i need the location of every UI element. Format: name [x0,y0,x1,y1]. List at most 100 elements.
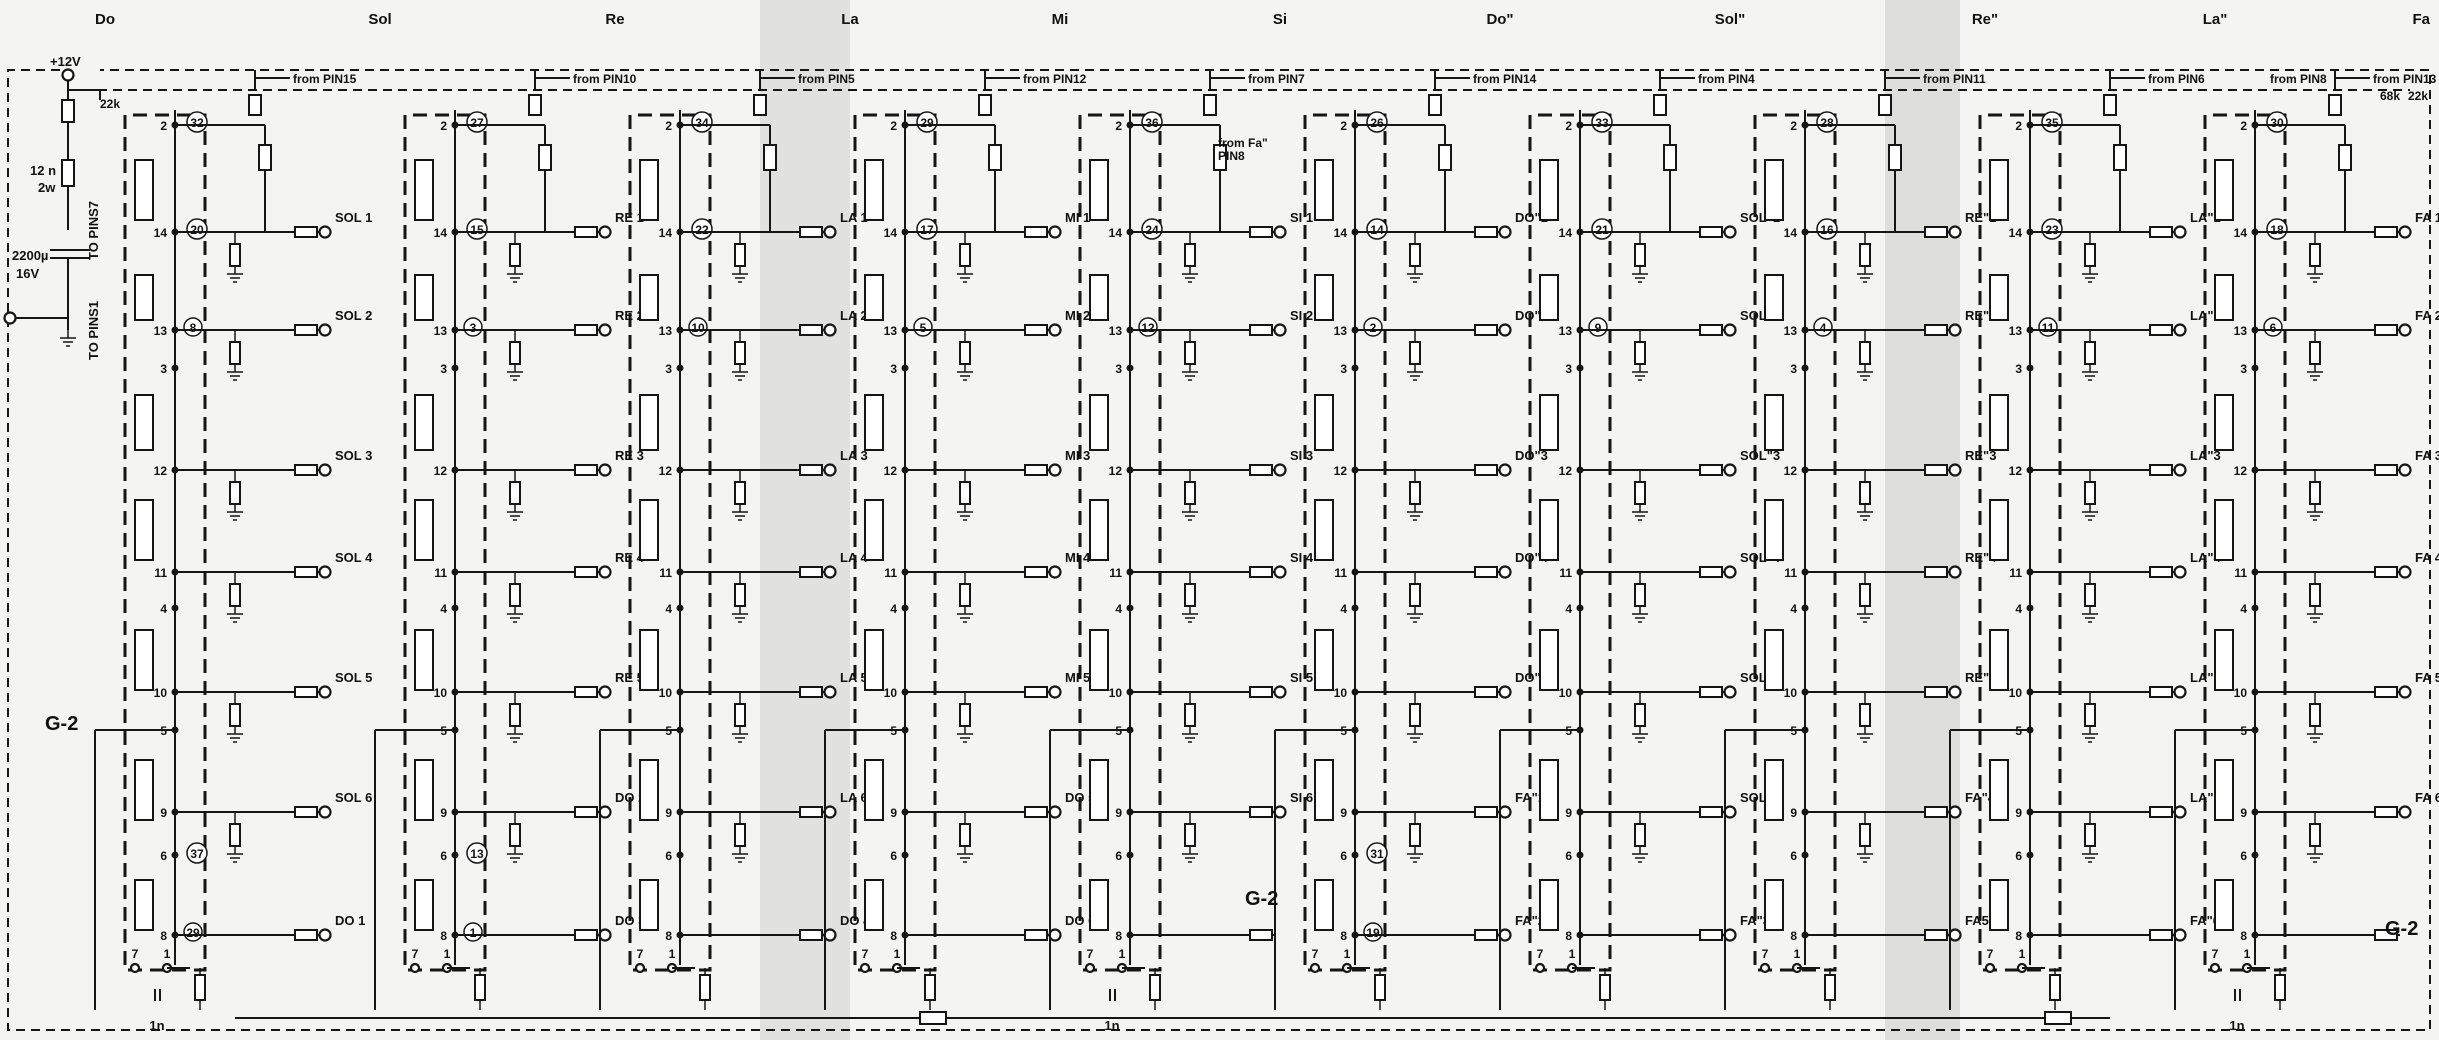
pin-1: 1 [164,947,171,961]
divider-resistor [1089,274,1109,321]
header-0: Do [95,11,115,28]
shunt-resistor [1409,823,1421,847]
pin-7-node [2209,962,2221,974]
output-label: SOL 4 [335,550,373,565]
top-resistor [1878,94,1892,116]
pin-tag-circle [1591,218,1613,240]
shunt-resistor [509,481,521,505]
supply-series-resistor [61,159,75,187]
shunt-resistor [1409,341,1421,365]
output-resistor [1024,464,1048,476]
output-resistor [1249,324,1273,336]
output-terminal [1948,225,1962,239]
bottom-resistor [924,974,936,1001]
pin-1: 1 [2244,947,2251,961]
ground-icon [1182,364,1198,381]
pin-11: 11 [1334,566,1347,580]
shunt-resistor [229,583,241,607]
pin-2: 2 [2015,119,2022,133]
pin-tag-6: 13 [470,847,484,861]
output-resistor [1249,226,1273,238]
shunt-resistor [1184,341,1196,365]
divider-resistor [414,499,434,561]
pin-12: 12 [2234,464,2248,478]
supply-cap-v: 16V [16,266,39,281]
ground-icon [732,846,748,863]
output-terminal [61,68,75,82]
divider-resistor [1539,159,1559,221]
pin-tag-circle [2266,111,2288,133]
pin-8: 8 [1565,929,1572,943]
pin-tag-circle [1816,218,1838,240]
output-terminal [1723,565,1737,579]
pin-10: 10 [434,686,448,700]
output-resistor [2374,566,2398,578]
junction [1801,364,1809,372]
ground-icon [2082,606,2098,623]
output-resistor [799,929,823,941]
shunt-resistor [229,481,241,505]
pin-7-node [409,962,421,974]
divider-resistor [864,879,884,931]
top-branch-resistor [258,144,272,171]
pin-2: 2 [1790,119,1797,133]
pin-14: 14 [659,226,673,240]
pin-tag-circle [466,218,488,240]
output-resistor [1924,324,1948,336]
pin-tag-13: 12 [1141,321,1155,335]
pin-12: 12 [1109,464,1123,478]
output-terminal [1948,323,1962,337]
output-terminal [2173,463,2187,477]
output-label: RE"1 [1965,210,1996,225]
top-branch-resistor [538,144,552,171]
pin-6: 6 [1790,849,1797,863]
shunt-resistor [509,823,521,847]
shunt-resistor [1184,823,1196,847]
top-resistor [248,94,262,116]
output-resistor [2149,929,2173,941]
output-resistor [1249,929,1273,941]
pin-11: 11 [1109,566,1122,580]
g2-left: G-2 [45,713,78,735]
shunt-resistor [1859,583,1871,607]
output-label: MI 2 [1065,308,1090,323]
header-7: Sol" [1715,11,1745,28]
header-2: Re [605,11,624,28]
pin-tag-13: 5 [920,321,927,335]
output-resistor [1474,464,1498,476]
divider-resistor [1089,159,1109,221]
output-resistor [1699,929,1723,941]
pin-7-node [634,962,646,974]
supply-cap: 2200µ [12,248,48,263]
ground-icon [2307,726,2323,743]
pin-7: 7 [1762,947,1769,961]
junction [676,604,684,612]
pin-9: 9 [890,806,897,820]
shunt-resistor [1409,243,1421,267]
pin-tag-13: 3 [470,321,477,335]
pin-7-node [1984,962,1996,974]
pin-12: 12 [434,464,448,478]
bottom-resistor [1824,974,1836,1001]
pin-4: 4 [160,602,167,616]
ground-icon [1857,606,1873,623]
junction [171,604,179,612]
output-terminal [1948,463,1962,477]
output-terminal [823,565,837,579]
shunt-resistor [734,823,746,847]
ground-icon [957,726,973,743]
divider-resistor [639,274,659,321]
output-label: RE 1 [615,210,644,225]
shunt-resistor [2309,823,2321,847]
si-pin8-note: PIN8 [1218,149,1245,163]
pin-14: 14 [154,226,168,240]
divider-resistor [639,759,659,821]
pin-8: 8 [1115,929,1122,943]
ic-box [2203,113,2287,972]
pin-tag-14: 23 [2045,223,2059,237]
shunt-resistor [734,583,746,607]
pin-12: 12 [154,464,168,478]
pin-13: 13 [1109,324,1123,338]
